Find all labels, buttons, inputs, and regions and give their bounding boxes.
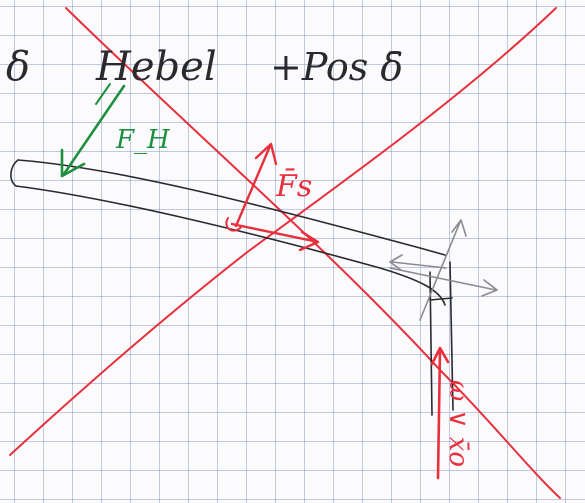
red-cross-line-2 <box>9 7 557 456</box>
lever-left-end <box>10 159 19 187</box>
red-lower-force-arrow <box>430 346 450 480</box>
gray-arrow-left <box>389 254 447 271</box>
red-cross-line-1 <box>65 7 561 499</box>
lever-bottom-edge <box>15 185 446 306</box>
force-s-lower-label: ω ∨ x̄o <box>443 380 473 467</box>
heading-prefix: δ <box>6 44 30 90</box>
gray-arrow-right <box>389 267 498 297</box>
red-force-up-arrow <box>234 142 278 228</box>
lever-top-edge <box>17 159 446 256</box>
gray-arrow-up <box>419 219 467 321</box>
red-pivot-mark <box>225 217 243 232</box>
red-force-right-arrow <box>230 222 320 252</box>
green-force-arrow <box>60 84 126 178</box>
force-s-label: F̄s <box>275 168 312 204</box>
heading-suffix: +Pos δ̄ <box>270 45 403 89</box>
heading-word: Hebel <box>95 44 217 90</box>
green-force-arrow-tail <box>95 83 111 105</box>
force-hand-label: F_H <box>115 125 171 155</box>
